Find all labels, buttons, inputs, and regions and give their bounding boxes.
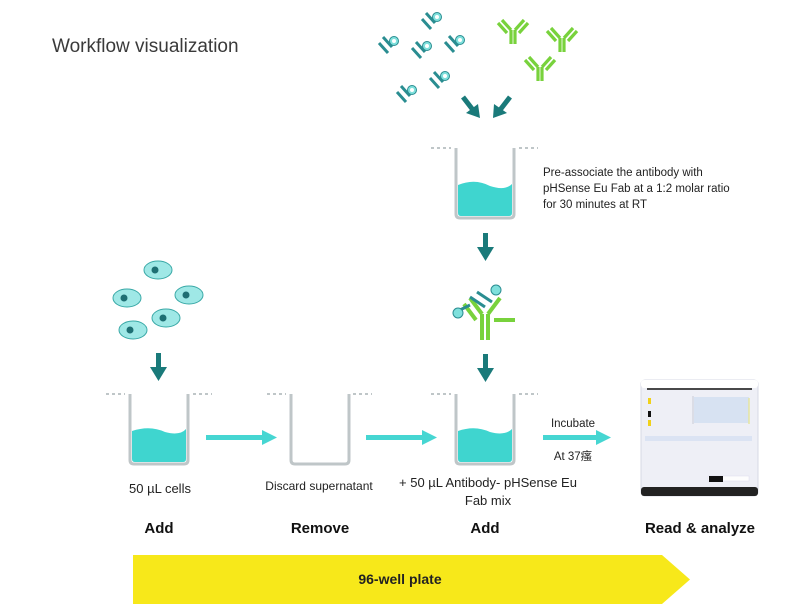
caption-discard: Discard supernatant <box>265 479 373 493</box>
fab-fragments-group <box>377 11 466 104</box>
preassoc-note-line-2: pHSense Eu Fab at a 1:2 molar ratio <box>543 183 730 195</box>
step-label-remove: Remove <box>290 520 350 537</box>
caption-antibody-mix-line-2: Fab mix <box>464 493 512 508</box>
well-add-cells <box>106 393 212 466</box>
well-add-mix <box>431 393 538 466</box>
arrow-down-cells <box>150 353 167 381</box>
caption-cells: 50 µL cells <box>129 481 191 496</box>
arrow-right-3 <box>543 430 611 445</box>
cells-group <box>112 260 204 340</box>
preassoc-note: Pre-associate the antibody with pHSense … <box>543 165 730 213</box>
preassoc-well <box>431 147 538 220</box>
converge-arrows <box>461 95 512 118</box>
step-label-add-2: Add <box>470 520 500 537</box>
plate-banner <box>133 555 690 604</box>
arrow-right-2 <box>366 430 437 445</box>
antibodies-group <box>496 18 579 83</box>
well-remove <box>267 393 372 466</box>
step-label-add-1: Add <box>144 520 174 537</box>
preassoc-note-line-1: Pre-associate the antibody with <box>543 167 703 179</box>
caption-antibody-mix-line-1: + 50 µL Antibody- pHSense Eu <box>399 475 577 490</box>
banner-label: 96-well plate <box>358 571 442 587</box>
step-label-read: Read & analyze <box>644 520 756 537</box>
arrow-right-1 <box>206 430 277 445</box>
arrow-down-complex <box>477 354 494 382</box>
preassoc-note-line-3: for 30 minutes at RT <box>543 199 647 211</box>
arrow-down-preassoc <box>477 233 494 261</box>
plate-reader <box>640 379 759 497</box>
diagram-title: Workflow visualization <box>52 36 239 57</box>
antibody-fab-complex <box>452 284 515 340</box>
incubate-label: Incubate <box>550 418 596 430</box>
incubate-condition: At 37瘙 <box>553 451 593 463</box>
caption-antibody-mix: + 50 µL Antibody- pHSense Eu Fab mix <box>399 474 577 510</box>
